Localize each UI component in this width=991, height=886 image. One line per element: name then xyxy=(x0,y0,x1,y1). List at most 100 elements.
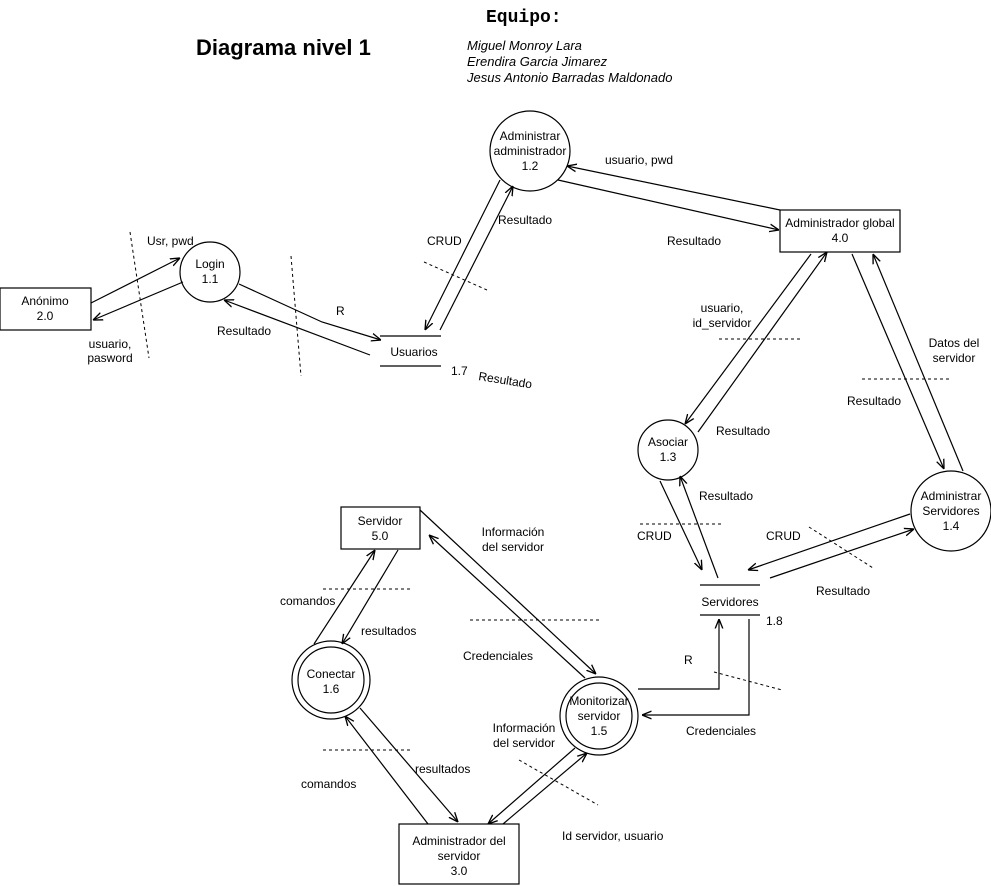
flow-label: resultados xyxy=(361,624,416,638)
boundary-lines xyxy=(129,231,951,806)
flow-arrow xyxy=(439,186,513,331)
flow-label: Credenciales xyxy=(686,724,756,738)
flow-arrow xyxy=(502,753,587,825)
team-member: Erendira Garcia Jimarez xyxy=(467,54,608,69)
flow-label: Resultado xyxy=(478,369,534,391)
flow-arrow xyxy=(748,513,911,570)
boundary-line xyxy=(129,231,150,359)
entity-id: 3.0 xyxy=(451,864,468,878)
flow-arrow xyxy=(488,747,576,824)
entity-label: servidor xyxy=(438,849,481,863)
entity-id: 4.0 xyxy=(832,231,849,245)
flow-arrow xyxy=(567,166,781,211)
boundary-line xyxy=(518,759,599,806)
flow-arrow xyxy=(224,300,371,356)
entity-label: Servidor xyxy=(358,514,403,528)
process-asociar: Asociar 1.3 xyxy=(637,419,699,481)
process-label: Administrar xyxy=(500,129,561,143)
team-member: Miguel Monroy Lara xyxy=(467,38,582,53)
flow-arrow xyxy=(638,619,719,690)
entity-label: Administrador del xyxy=(412,834,505,848)
flow-label: Id servidor, usuario xyxy=(562,829,664,843)
process-id: 1.3 xyxy=(660,450,677,464)
flow-arrow xyxy=(429,535,586,679)
process-login: Login 1.1 xyxy=(179,241,241,303)
boundary-line xyxy=(713,671,783,691)
entity-anonimo: Anónimo 2.0 xyxy=(0,287,92,331)
store-id: 1.7 xyxy=(451,364,468,378)
flow-arrow xyxy=(873,254,964,472)
boundary-line xyxy=(423,261,488,291)
store-servidores: Servidores 1.8 xyxy=(700,584,783,628)
process-label: administrador xyxy=(494,144,567,158)
boundary-line xyxy=(290,255,302,377)
process-id: 1.2 xyxy=(522,159,539,173)
flow-labels: Usr, pwd usuario, pasword Resultado R Re… xyxy=(87,153,979,843)
flow-label: Resultado xyxy=(716,424,770,438)
process-label: Conectar xyxy=(307,667,356,681)
flow-arrow xyxy=(697,252,827,433)
flow-arrow xyxy=(659,480,702,570)
flow-label: Resultado xyxy=(667,234,721,248)
diagram-title: Diagrama nivel 1 xyxy=(196,35,371,60)
flow-label: Datos del xyxy=(929,336,980,350)
flow-label: usuario, pwd xyxy=(605,153,673,167)
flow-label: Resultado xyxy=(498,213,552,227)
flow-label: pasword xyxy=(87,351,132,365)
store-label: Usuarios xyxy=(390,345,437,359)
flow-label: usuario, xyxy=(701,301,744,315)
flow-arrow xyxy=(345,716,429,825)
entity-label: Administrador global xyxy=(785,216,894,230)
flow-label: id_servidor xyxy=(693,316,752,330)
flow-arrow xyxy=(642,619,750,715)
process-id: 1.1 xyxy=(202,272,219,286)
store-usuarios: Usuarios 1.7 xyxy=(380,335,468,378)
team-title: Equipo: xyxy=(486,8,562,28)
process-label: Login xyxy=(195,257,224,271)
flow-arrow xyxy=(685,253,812,424)
process-label: Asociar xyxy=(648,435,688,449)
process-id: 1.4 xyxy=(943,519,960,533)
flow-label: del servidor xyxy=(493,736,555,750)
flow-label: CRUD xyxy=(766,529,801,543)
process-administrar-administrador: Administrar administrador 1.2 xyxy=(489,110,571,192)
flow-arrow xyxy=(680,476,719,579)
flow-arrow xyxy=(342,549,399,644)
process-label: servidor xyxy=(578,709,621,723)
process-label: Monitorizar xyxy=(569,694,628,708)
flow-arrow xyxy=(90,258,180,304)
entity-label: Anónimo xyxy=(21,294,69,308)
store-id: 1.8 xyxy=(766,614,783,628)
flow-label: R xyxy=(684,653,693,667)
process-administrar-servidores: Administrar Servidores 1.4 xyxy=(910,470,991,552)
flow-label: Resultado xyxy=(816,584,870,598)
flow-label: Credenciales xyxy=(463,649,533,663)
entity-id: 5.0 xyxy=(372,529,389,543)
flow-arrow xyxy=(557,179,779,230)
flow-arrow xyxy=(359,707,458,822)
process-label: Servidores xyxy=(922,504,979,518)
flow-arrow xyxy=(238,283,381,340)
flow-label: resultados xyxy=(415,762,470,776)
flow-arrow xyxy=(425,179,501,330)
team-member: Jesus Antonio Barradas Maldonado xyxy=(466,70,672,85)
flow-label: Información xyxy=(493,721,556,735)
entity-administrador-global: Administrador global 4.0 xyxy=(779,209,901,253)
flow-label: R xyxy=(336,304,345,318)
process-monitorizar-servidor: Monitorizar servidor 1.5 xyxy=(559,676,639,756)
flow-arrows xyxy=(90,166,964,825)
flow-arrow xyxy=(769,529,914,579)
flow-label: Resultado xyxy=(847,394,901,408)
flow-label: Resultado xyxy=(217,324,271,338)
flow-arrow xyxy=(851,253,944,469)
flow-label: usuario, xyxy=(89,337,132,351)
flow-arrow xyxy=(93,281,184,320)
flow-label: servidor xyxy=(933,351,976,365)
boundary-line xyxy=(808,526,874,569)
store-label: Servidores xyxy=(701,595,758,609)
process-label: Administrar xyxy=(921,489,982,503)
flow-label: comandos xyxy=(280,594,335,608)
flow-label: Resultado xyxy=(699,489,753,503)
process-conectar: Conectar 1.6 xyxy=(291,640,371,720)
